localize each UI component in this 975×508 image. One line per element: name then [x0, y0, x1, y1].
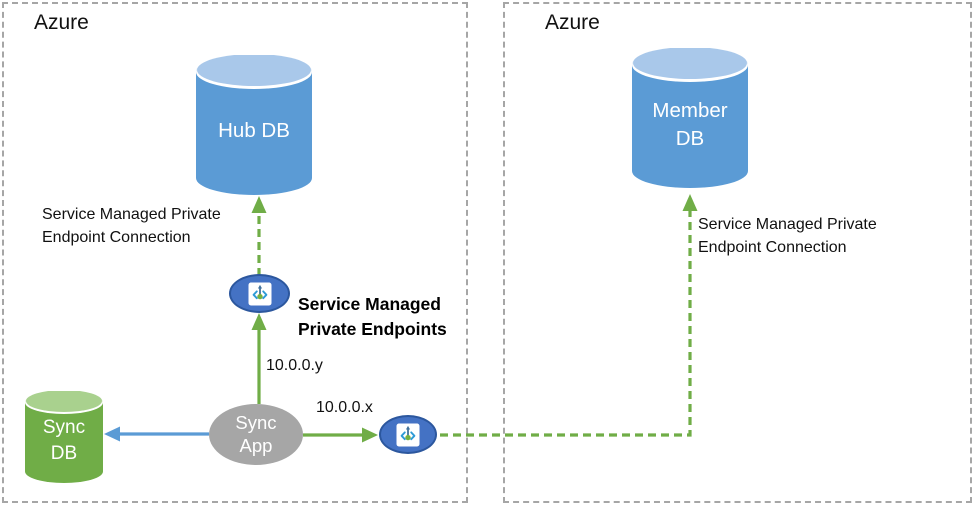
sync-db-label: Sync DB — [42, 417, 86, 464]
ip-label-y: 10.0.0.y — [266, 357, 323, 374]
sync-app-label: Sync App — [235, 412, 277, 456]
private-endpoint-lower — [379, 415, 437, 454]
member-db-label: Member DB — [652, 99, 728, 150]
ip-label-x: 10.0.0.x — [316, 399, 373, 416]
region-title-left: Azure — [34, 11, 89, 34]
database-cylinder-icon — [25, 391, 103, 483]
database-cylinder-icon — [196, 55, 312, 195]
member-db-node: Member DB — [632, 48, 748, 188]
sync-db-node: Sync DB — [25, 391, 103, 483]
hub-db-label: Hub DB — [218, 119, 290, 142]
endpoints-title-label: Service Managed Private Endpoints — [298, 294, 447, 339]
private-endpoint-upper — [229, 274, 290, 313]
sync-app-node: Sync App — [209, 404, 303, 465]
private-endpoint-icon — [396, 423, 420, 446]
database-cylinder-icon — [632, 48, 748, 188]
left-connection-label: Service Managed Private Endpoint Connect… — [42, 206, 221, 246]
private-endpoint-icon — [248, 282, 271, 305]
right-connection-label: Service Managed Private Endpoint Connect… — [698, 216, 877, 256]
region-title-right: Azure — [545, 11, 600, 34]
hub-db-node: Hub DB — [196, 55, 312, 195]
